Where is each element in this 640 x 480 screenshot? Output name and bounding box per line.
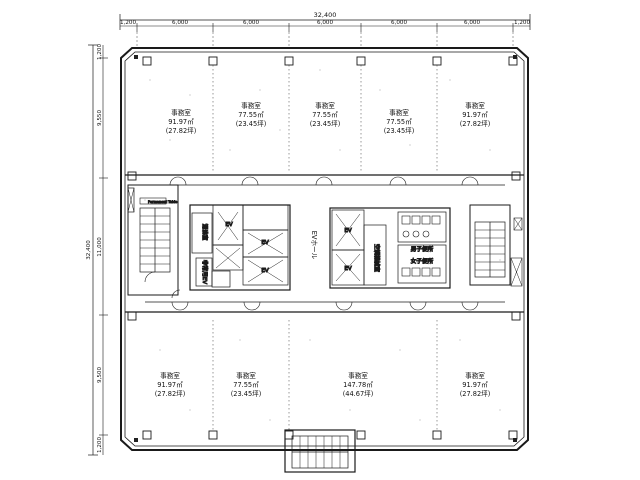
svg-text:(23.45坪): (23.45坪) xyxy=(236,120,267,128)
office-top-4: 事務室 77.55㎡ (23.45坪) xyxy=(384,108,415,135)
wc-women-label: 女子便所 xyxy=(411,257,434,265)
svg-text:(27.82坪): (27.82坪) xyxy=(460,390,491,398)
svg-text:事務室: 事務室 xyxy=(171,108,191,117)
air-room-label: 空調機械室 xyxy=(373,244,381,272)
svg-text:147.78㎡: 147.78㎡ xyxy=(343,380,373,389)
svg-text:(27.82坪): (27.82坪) xyxy=(460,120,491,128)
svg-text:(27.82坪): (27.82坪) xyxy=(166,127,197,135)
corridor xyxy=(125,174,524,313)
right-stair-core xyxy=(469,204,523,287)
wc-men-label: 男子便所 xyxy=(411,245,434,253)
ev-label-3: EV xyxy=(261,268,269,274)
svg-text:事務室: 事務室 xyxy=(315,101,335,110)
ev-hall-label: EVホール xyxy=(310,231,318,260)
svg-text:91.97㎡: 91.97㎡ xyxy=(157,380,183,389)
core-right: EV EV 空調機械室 男子便所 女子便所 xyxy=(329,207,451,289)
shower-label: 湯沸室 xyxy=(201,224,209,241)
left-seg-2: 9,550 xyxy=(97,110,103,126)
office-bottom-2: 事務室 77.55㎡ (23.45坪) xyxy=(231,371,262,398)
svg-text:事務室: 事務室 xyxy=(465,101,485,110)
core-left: 湯沸室 非常用EV EV EV EV xyxy=(189,204,291,291)
top-seg-6: 6,000 xyxy=(464,20,480,26)
annex-label: Permanent Table xyxy=(148,200,177,204)
svg-text:77.55㎡: 77.55㎡ xyxy=(386,117,412,126)
left-seg-1: 1,200 xyxy=(97,44,103,60)
svg-text:91.97㎡: 91.97㎡ xyxy=(168,117,194,126)
svg-text:(23.45坪): (23.45坪) xyxy=(231,390,262,398)
office-bottom-3: 事務室 147.78㎡ (44.67坪) xyxy=(343,371,374,398)
top-dimension: 32,400 1,200 6,000 6,000 6,000 6,000 6,0… xyxy=(119,11,530,48)
top-seg-3: 6,000 xyxy=(243,20,259,26)
floor-texture xyxy=(144,69,501,421)
office-top-1: 事務室 91.97㎡ (27.82坪) xyxy=(166,108,197,135)
left-seg-4: 9,500 xyxy=(97,367,103,383)
top-seg-2: 6,000 xyxy=(172,20,188,26)
svg-text:(44.67坪): (44.67坪) xyxy=(343,390,374,398)
left-seg-3: 11,000 xyxy=(97,237,103,257)
ev-label-2: EV xyxy=(261,240,269,246)
ev-label-4: EV xyxy=(344,228,352,234)
svg-text:91.97㎡: 91.97㎡ xyxy=(462,110,488,119)
office-top-3: 事務室 77.55㎡ (23.45坪) xyxy=(310,101,341,128)
svg-text:77.55㎡: 77.55㎡ xyxy=(233,380,259,389)
svg-text:事務室: 事務室 xyxy=(160,371,180,380)
svg-text:77.55㎡: 77.55㎡ xyxy=(238,110,264,119)
top-seg-7: 1,200 xyxy=(514,20,530,26)
svg-text:事務室: 事務室 xyxy=(236,371,256,380)
ev-label-1: EV xyxy=(225,222,233,228)
svg-text:事務室: 事務室 xyxy=(348,371,368,380)
svg-text:(23.45坪): (23.45坪) xyxy=(310,120,341,128)
emergency-ev-label: 非常用EV xyxy=(201,260,209,284)
top-seg-4: 6,000 xyxy=(317,20,333,26)
svg-text:91.97㎡: 91.97㎡ xyxy=(462,380,488,389)
top-seg-1: 1,200 xyxy=(120,20,136,26)
svg-text:事務室: 事務室 xyxy=(389,108,409,117)
office-bottom-1: 事務室 91.97㎡ (27.82坪) xyxy=(155,371,186,398)
office-top-2: 事務室 77.55㎡ (23.45坪) xyxy=(236,101,267,128)
office-bottom-4: 事務室 91.97㎡ (27.82坪) xyxy=(460,371,491,398)
left-dimension: 32,400 1,200 9,550 11,000 9,500 1,200 xyxy=(86,44,108,456)
top-total-dimension: 32,400 xyxy=(314,11,337,19)
left-stair-core: Permanent Table xyxy=(127,184,181,299)
bottom-entrance xyxy=(284,429,356,473)
top-seg-5: 6,000 xyxy=(391,20,407,26)
svg-text:事務室: 事務室 xyxy=(465,371,485,380)
svg-text:事務室: 事務室 xyxy=(241,101,261,110)
ev-label-5: EV xyxy=(344,266,352,272)
left-total-dimension: 32,400 xyxy=(86,240,92,260)
left-seg-5: 1,200 xyxy=(97,437,103,453)
office-dividers xyxy=(212,65,438,431)
svg-text:(23.45坪): (23.45坪) xyxy=(384,127,415,135)
office-top-5: 事務室 91.97㎡ (27.82坪) xyxy=(460,101,491,128)
svg-text:(27.82坪): (27.82坪) xyxy=(155,390,186,398)
svg-text:77.55㎡: 77.55㎡ xyxy=(312,110,338,119)
